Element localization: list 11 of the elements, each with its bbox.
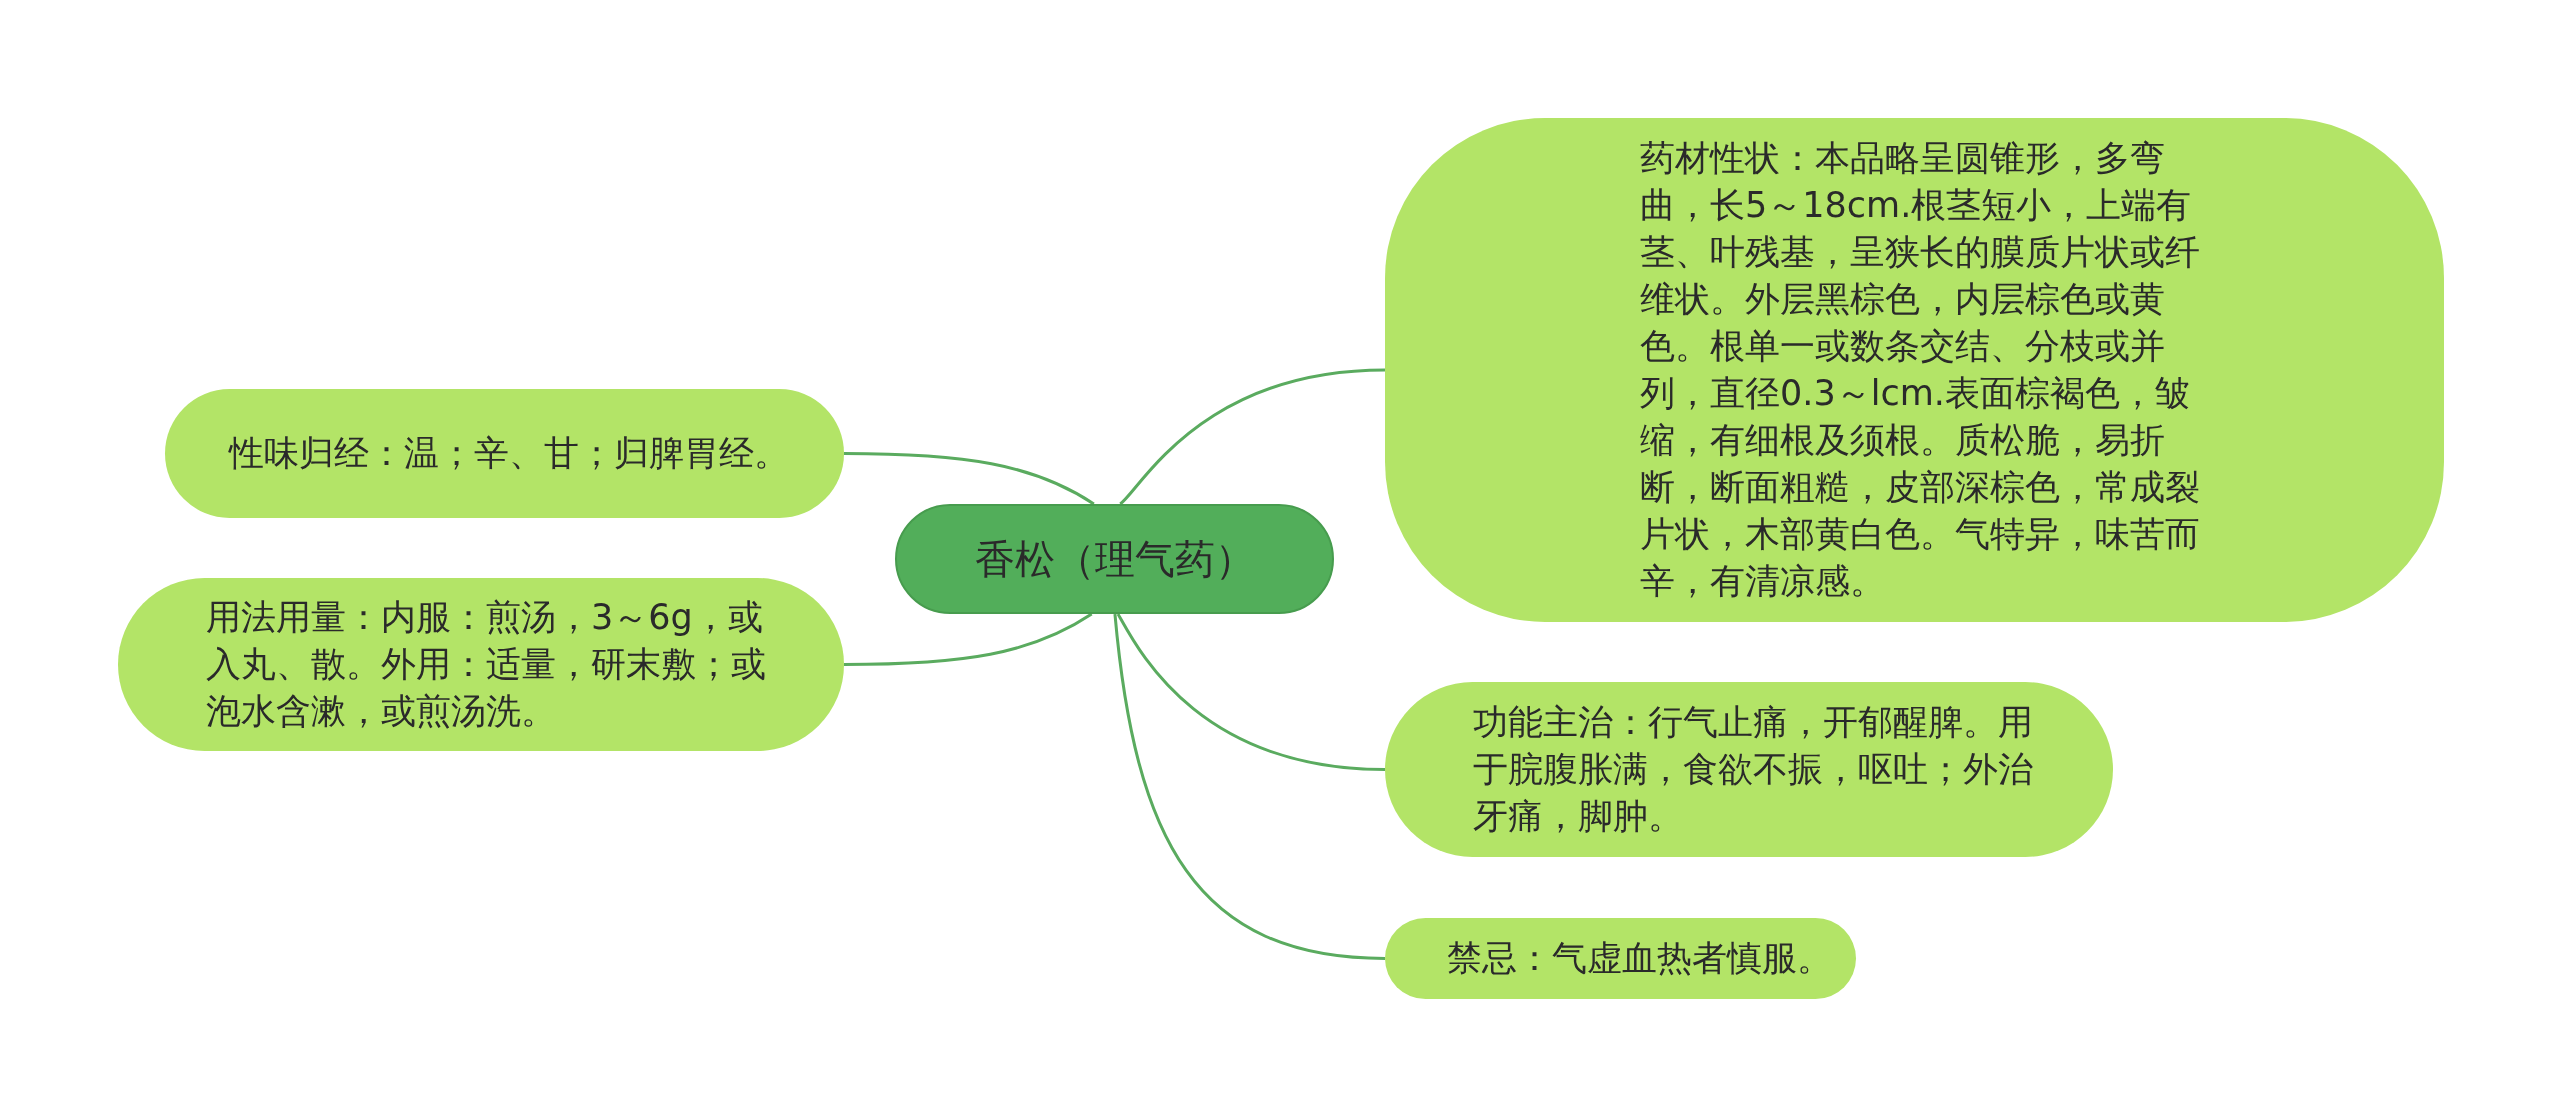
- topic-text: 药材性状：本品略呈圆锥形，多弯曲，长5～18cm.根茎短小，上端有茎、叶残基，呈狭长的膜质片状或纤维状。外层黑棕色，内层棕色或黄色。根单一或数条交结、分枝或并列，直径0.3～lcm.表面棕褐色，皱缩，有细根及须根。质松脆，易折断，断面粗糙，皮部深棕色，常成裂片状，木部黄白色。气特异，味苦而辛，有清凉感。: [1640, 137, 2200, 603]
- connector-line: [844, 612, 1093, 666]
- topic-text: 性味归经：温；辛、甘；归脾胃经。: [229, 432, 789, 475]
- topic-text: 香松（理气药）: [974, 535, 1255, 584]
- topic-text: 用法用量：内服：煎汤，3～6g，或入丸、散。外用：适量，研末敷；或泡水含漱，或煎汤洗。: [206, 596, 766, 733]
- connector-line: [1119, 368, 1386, 506]
- connector-line: [844, 452, 1095, 506]
- topic-text: 功能主治：行气止痛，开郁醒脾。用于脘腹胀满，食欲不振，呕吐；外治牙痛，脚肿。: [1473, 701, 2033, 838]
- topic-text: 禁忌：气虚血热者慎服。: [1447, 937, 1833, 980]
- topic-box: [1385, 118, 2444, 622]
- connector-line: [1116, 613, 1386, 771]
